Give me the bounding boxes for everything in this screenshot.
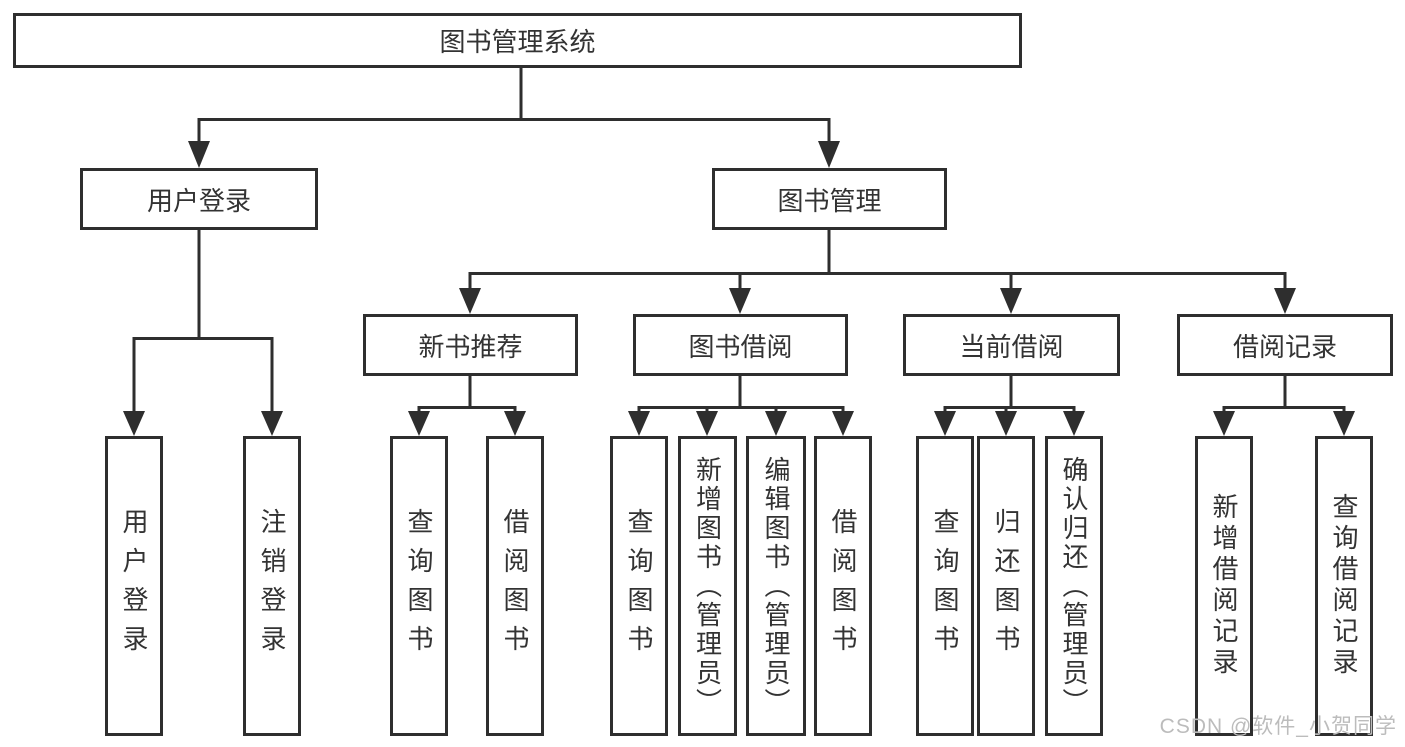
arrowhead-new-book-recommend bbox=[459, 288, 481, 314]
leaf-query-books-1-label: 查询图书 bbox=[404, 508, 434, 664]
leaf-query-borrow-record-label: 查询借阅记录 bbox=[1329, 493, 1359, 679]
node-user-login-label: 用户登录 bbox=[146, 185, 251, 216]
leaf-return-book-label: 归还图书 bbox=[991, 508, 1021, 664]
node-borrow-records: 借阅记录 bbox=[1177, 314, 1393, 376]
arrowhead-leaf-return-book bbox=[995, 411, 1017, 436]
connector-level2-bar bbox=[468, 272, 1287, 292]
leaf-query-books-2-label: 查询图书 bbox=[624, 508, 654, 664]
node-library-system-label: 图书管理系统 bbox=[439, 27, 596, 57]
connector-user-login-splitter bbox=[132, 337, 274, 415]
leaf-edit-book-admin: 编辑图书（管理员） bbox=[746, 436, 806, 736]
leaf-query-books-2: 查询图书 bbox=[610, 436, 668, 736]
arrowhead-book-borrow bbox=[729, 288, 751, 314]
arrowhead-leaf-logout bbox=[261, 411, 283, 436]
leaf-query-borrow-record: 查询借阅记录 bbox=[1315, 436, 1373, 736]
arrowhead-leaf-borrow-books-1 bbox=[504, 411, 526, 436]
arrowhead-leaf-add-borrow-record bbox=[1213, 411, 1235, 436]
leaf-user-login-label: 用户登录 bbox=[119, 508, 149, 664]
connector-splitter-borrow-records bbox=[1222, 406, 1346, 415]
connector-splitter-new-book-recommend bbox=[417, 406, 517, 415]
arrowhead-leaf-edit-book bbox=[765, 411, 787, 436]
node-current-borrow: 当前借阅 bbox=[903, 314, 1120, 376]
leaf-user-login: 用户登录 bbox=[105, 436, 163, 736]
leaf-query-books-3-label: 查询图书 bbox=[930, 508, 960, 664]
leaf-return-book: 归还图书 bbox=[977, 436, 1035, 736]
leaf-add-borrow-record-label: 新增借阅记录 bbox=[1209, 493, 1239, 679]
leaf-add-book-admin-label: 新增图书（管理员） bbox=[692, 455, 723, 717]
node-book-management-label: 图书管理 bbox=[777, 185, 882, 216]
arrowhead-leaf-query-books-3 bbox=[934, 411, 956, 436]
leaf-confirm-return-admin-label: 确认归还（管理员） bbox=[1059, 455, 1089, 717]
arrowhead-leaf-confirm-return bbox=[1063, 411, 1085, 436]
arrowhead-leaf-query-books-1 bbox=[408, 411, 430, 436]
arrowhead-leaf-borrow-books-2 bbox=[832, 411, 854, 436]
node-book-borrow: 图书借阅 bbox=[633, 314, 848, 376]
arrowhead-book-management bbox=[818, 141, 840, 168]
arrowhead-user-login bbox=[188, 141, 210, 168]
leaf-add-book-admin: 新增图书（管理员） bbox=[678, 436, 737, 736]
leaf-query-books-3: 查询图书 bbox=[916, 436, 974, 736]
leaf-logout: 注销登录 bbox=[243, 436, 301, 736]
leaf-add-borrow-record: 新增借阅记录 bbox=[1195, 436, 1253, 736]
arrowhead-leaf-add-book bbox=[696, 411, 718, 436]
node-book-borrow-label: 图书借阅 bbox=[688, 331, 793, 362]
leaf-borrow-books-1: 借阅图书 bbox=[486, 436, 544, 736]
arrowhead-leaf-query-books-2 bbox=[628, 411, 650, 436]
connector-level1-bar bbox=[197, 118, 831, 145]
leaf-logout-label: 注销登录 bbox=[257, 508, 287, 664]
leaf-borrow-books-1-label: 借阅图书 bbox=[500, 508, 530, 664]
node-new-book-recommend-label: 新书推荐 bbox=[418, 331, 523, 362]
arrowhead-leaf-user-login bbox=[123, 411, 145, 436]
node-library-system: 图书管理系统 bbox=[13, 13, 1022, 68]
node-book-management: 图书管理 bbox=[712, 168, 947, 230]
node-current-borrow-label: 当前借阅 bbox=[959, 331, 1064, 362]
arrowhead-borrow-records bbox=[1274, 288, 1296, 314]
leaf-edit-book-admin-label: 编辑图书（管理员） bbox=[761, 455, 791, 717]
node-new-book-recommend: 新书推荐 bbox=[363, 314, 578, 376]
arrowhead-leaf-query-borrow-record bbox=[1333, 411, 1355, 436]
leaf-query-books-1: 查询图书 bbox=[390, 436, 448, 736]
leaf-borrow-books-2: 借阅图书 bbox=[814, 436, 872, 736]
arrowhead-current-borrow bbox=[1000, 288, 1022, 314]
leaf-confirm-return-admin: 确认归还（管理员） bbox=[1045, 436, 1103, 736]
node-user-login: 用户登录 bbox=[80, 168, 318, 230]
leaf-borrow-books-2-label: 借阅图书 bbox=[828, 508, 858, 664]
watermark: CSDN @软件_小贺同学 bbox=[1159, 715, 1397, 738]
connector-splitter-book-borrow bbox=[637, 406, 845, 415]
node-borrow-records-label: 借阅记录 bbox=[1232, 331, 1337, 362]
